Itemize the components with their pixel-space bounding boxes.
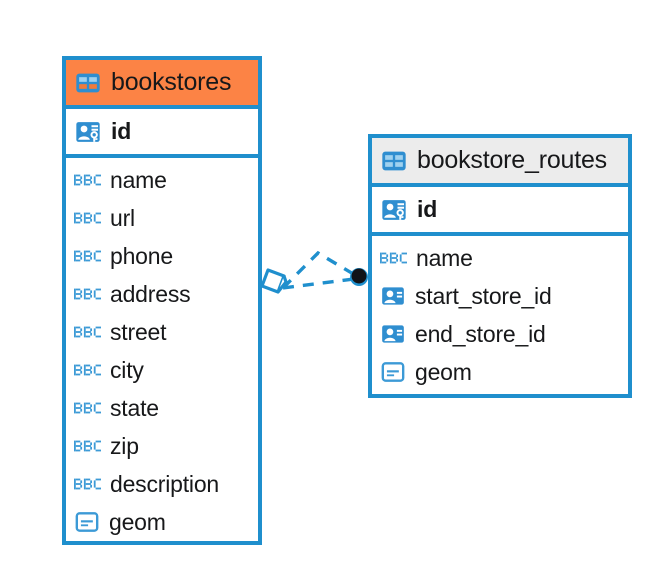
field-row-geom[interactable]: geom bbox=[66, 503, 258, 541]
entity-bookstore-routes[interactable]: bookstore_routes id bbox=[368, 134, 632, 398]
abc-text-icon bbox=[74, 204, 101, 232]
entity-bookstores[interactable]: bookstores id bbox=[62, 56, 262, 545]
field-row-city[interactable]: city bbox=[66, 351, 258, 389]
geometry-icon bbox=[74, 509, 100, 535]
field-row-id[interactable]: id bbox=[66, 109, 258, 158]
relationship-target-marker bbox=[350, 268, 368, 286]
abc-text-icon bbox=[74, 166, 101, 194]
field-label-state: state bbox=[110, 394, 159, 421]
field-label-end-store-id: end_store_id bbox=[415, 320, 546, 347]
field-row-start-store-id[interactable]: start_store_id bbox=[372, 277, 628, 315]
primary-key-icon bbox=[74, 118, 102, 146]
table-icon bbox=[380, 147, 408, 175]
entity-bookstore-routes-header[interactable]: bookstore_routes bbox=[372, 138, 628, 187]
abc-text-icon bbox=[74, 242, 101, 270]
relationship-source-marker bbox=[260, 268, 288, 294]
foreign-key-icon bbox=[380, 321, 406, 347]
abc-text-icon bbox=[74, 318, 101, 346]
field-row-address[interactable]: address bbox=[66, 275, 258, 313]
abc-text-icon bbox=[380, 244, 407, 272]
field-row-name[interactable]: name bbox=[66, 161, 258, 199]
field-row-name[interactable]: name bbox=[372, 239, 628, 277]
field-row-street[interactable]: street bbox=[66, 313, 258, 351]
field-label-geom: geom bbox=[415, 358, 472, 385]
field-label-url: url bbox=[110, 204, 135, 231]
abc-text-icon bbox=[74, 470, 101, 498]
field-row-phone[interactable]: phone bbox=[66, 237, 258, 275]
field-label-address: address bbox=[110, 280, 191, 307]
field-label-name: name bbox=[110, 166, 167, 193]
primary-key-icon bbox=[380, 196, 408, 224]
entity-bookstores-title: bookstores bbox=[111, 68, 232, 96]
field-label-name: name bbox=[416, 244, 473, 271]
field-label-description: description bbox=[110, 470, 220, 497]
entity-bookstore-routes-title: bookstore_routes bbox=[417, 146, 607, 174]
entity-bookstores-field-list: name bbox=[66, 158, 258, 541]
field-label-phone: phone bbox=[110, 242, 173, 269]
field-row-url[interactable]: url bbox=[66, 199, 258, 237]
field-label-id: id bbox=[111, 118, 132, 144]
table-icon bbox=[74, 69, 102, 97]
field-row-geom[interactable]: geom bbox=[372, 353, 628, 391]
geometry-icon bbox=[380, 359, 406, 385]
field-label-city: city bbox=[110, 356, 144, 383]
relationship-line-upper bbox=[281, 250, 356, 290]
entity-bookstores-header[interactable]: bookstores bbox=[66, 60, 258, 109]
entity-bookstore-routes-field-list: name start_store_id bbox=[372, 236, 628, 391]
abc-text-icon bbox=[74, 356, 101, 384]
abc-text-icon bbox=[74, 394, 101, 422]
field-row-description[interactable]: description bbox=[66, 465, 258, 503]
foreign-key-icon bbox=[380, 283, 406, 309]
field-label-street: street bbox=[110, 318, 167, 345]
abc-text-icon bbox=[74, 432, 101, 460]
field-label-start-store-id: start_store_id bbox=[415, 282, 552, 309]
abc-text-icon bbox=[74, 280, 101, 308]
field-row-end-store-id[interactable]: end_store_id bbox=[372, 315, 628, 353]
field-row-zip[interactable]: zip bbox=[66, 427, 258, 465]
relationship-line-lower bbox=[282, 277, 355, 290]
field-label-id: id bbox=[417, 196, 438, 222]
field-label-geom: geom bbox=[109, 508, 166, 535]
field-label-zip: zip bbox=[110, 432, 139, 459]
field-row-state[interactable]: state bbox=[66, 389, 258, 427]
field-row-id[interactable]: id bbox=[372, 187, 628, 236]
